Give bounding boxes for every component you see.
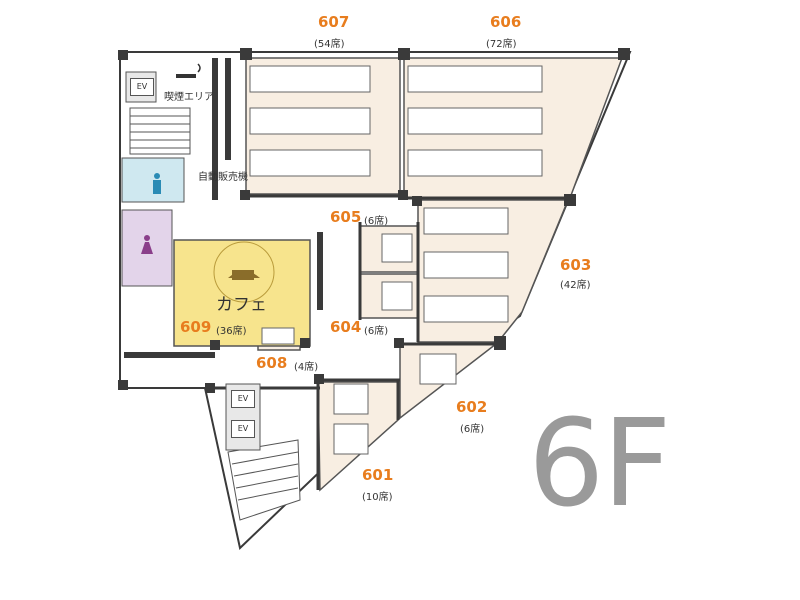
room-606-number: 606	[490, 13, 522, 31]
cafe-name-label: カフェ	[216, 295, 267, 315]
room-609-number: 609	[180, 318, 212, 336]
room-608-number: 608	[256, 354, 288, 372]
smoking-area-label: 喫煙エリア	[164, 92, 214, 103]
room-603-number: 603	[560, 256, 592, 274]
elevator-label-upper: EV	[130, 78, 154, 96]
stairs-upper	[129, 107, 191, 155]
vending-machine-label: 自動販売機	[198, 172, 248, 183]
desks-607	[249, 65, 371, 177]
room-601-seats: (10席)	[362, 492, 393, 503]
room-602-number: 602	[456, 398, 488, 416]
room-604-seats: (6席)	[364, 326, 389, 337]
columns	[118, 48, 630, 393]
room-605-seats: (6席)	[364, 216, 389, 227]
room-605-number: 605	[330, 208, 362, 226]
elevator-label-lower-1: EV	[231, 390, 255, 408]
room-602-seats: (6席)	[460, 424, 485, 435]
floor-label: 6F	[528, 395, 671, 534]
room-608-seats: (4席)	[294, 362, 319, 373]
room-609-seats: (36席)	[216, 326, 247, 337]
stairs-lower	[227, 439, 301, 521]
walls	[124, 58, 570, 490]
room-603-seats: (42席)	[560, 280, 591, 291]
room-607-number: 607	[318, 13, 350, 31]
elevator-label-lower-2: EV	[231, 420, 255, 438]
room-607-seats: (54席)	[314, 39, 345, 50]
room-604-number: 604	[330, 318, 362, 336]
restroom-men-icon	[153, 173, 161, 194]
no-smoking-icon	[176, 63, 201, 78]
cafe-logo-icon	[213, 241, 275, 303]
desks-603	[423, 207, 509, 323]
room-606-seats: (72席)	[486, 39, 517, 50]
desks-606	[407, 65, 543, 177]
restroom-women-icon	[141, 235, 153, 254]
tables-small	[261, 233, 457, 455]
room-601-number: 601	[362, 466, 394, 484]
